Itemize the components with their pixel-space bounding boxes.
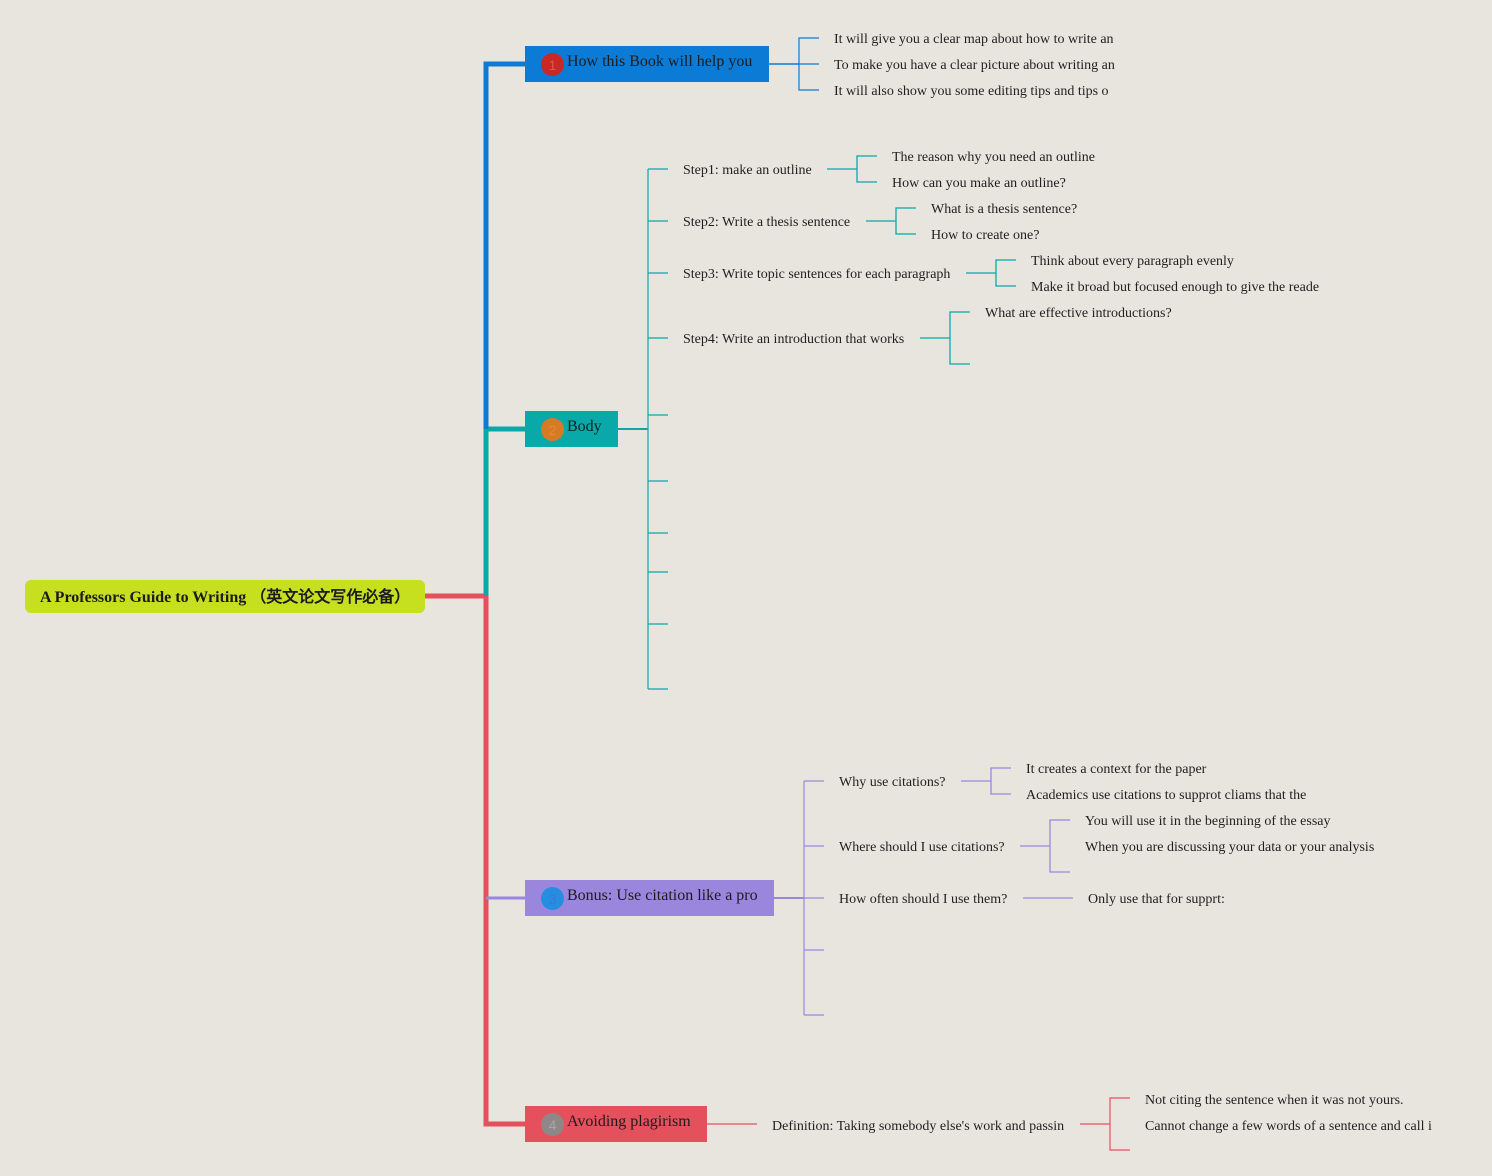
leaf-paragraph-evenly[interactable]: Think about every paragraph evenly (1031, 254, 1234, 269)
def-bracket (1080, 1097, 1130, 1151)
step3-topic-sentences[interactable]: Step3: Write topic sentences for each pa… (683, 267, 951, 282)
leaf-not-citing[interactable]: Not citing the sentence when it was not … (1145, 1093, 1404, 1108)
leaf-academics[interactable]: Academics use citations to supprot cliam… (1026, 788, 1307, 803)
number-1-icon: 1 (541, 53, 564, 76)
step2-thesis[interactable]: Step2: Write a thesis sentence (683, 215, 851, 230)
q-where-citations[interactable]: Where should I use citations? (839, 840, 1005, 855)
leaf-only-support[interactable]: Only use that for supprt: (1088, 892, 1225, 907)
leaf-definition[interactable]: Definition: Taking somebody else's work … (772, 1119, 1065, 1134)
leaf-create-thesis[interactable]: How to create one? (931, 228, 1040, 243)
branch-label: Bonus: Use citation like a pro (567, 887, 758, 904)
step3-bracket (966, 259, 1016, 287)
leaf-clear-map[interactable]: It will give you a clear map about how t… (834, 32, 1114, 47)
branch4-line (483, 596, 525, 1127)
why-bracket (961, 767, 1011, 795)
step4-bracket (920, 311, 970, 365)
leaf-reason-outline[interactable]: The reason why you need an outline (892, 150, 1095, 165)
branch-body[interactable]: 2 Body (525, 411, 618, 447)
branch-label: Body (567, 418, 602, 435)
where-bracket (1020, 819, 1070, 873)
leaf-clear-picture[interactable]: To make you have a clear picture about w… (834, 58, 1115, 73)
step1-outline[interactable]: Step1: make an outline (683, 163, 812, 178)
branch-avoiding-plagiarism[interactable]: 4 Avoiding plagirism (525, 1106, 707, 1142)
number-4-icon: 4 (541, 1113, 564, 1136)
branch-how-book-helps[interactable]: 1 How this Book will help you (525, 46, 769, 82)
leaf-how-outline[interactable]: How can you make an outline? (892, 176, 1066, 191)
q-how-often[interactable]: How often should I use them? (839, 892, 1008, 907)
leaf-beginning[interactable]: You will use it in the beginning of the … (1085, 814, 1331, 829)
leaf-effective-intros[interactable]: What are effective introductions? (985, 306, 1172, 321)
branch-label: Avoiding plagirism (567, 1113, 691, 1130)
leaf-broad-focused[interactable]: Make it broad but focused enough to give… (1031, 280, 1320, 295)
branch1-line (483, 61, 525, 429)
leaf-change-words[interactable]: Cannot change a few words of a sentence … (1145, 1119, 1432, 1134)
branch-label: How this Book will help you (567, 53, 753, 70)
branch-bonus-citation[interactable]: 3 Bonus: Use citation like a pro (525, 880, 774, 916)
leaf-context[interactable]: It creates a context for the paper (1026, 762, 1207, 777)
leaf-what-thesis[interactable]: What is a thesis sentence? (931, 202, 1078, 217)
q-why-citations[interactable]: Why use citations? (839, 775, 946, 790)
step1-bracket (827, 155, 877, 183)
step2-bracket (866, 207, 916, 235)
root-topic[interactable]: A Professors Guide to Writing （英文论文写作必备） (25, 580, 425, 613)
leaf-editing-tips[interactable]: It will also show you some editing tips … (834, 84, 1109, 99)
step4-introduction[interactable]: Step4: Write an introduction that works (683, 332, 905, 347)
b1-bracket (798, 37, 819, 91)
leaf-discussing-data[interactable]: When you are discussing your data or you… (1085, 840, 1375, 855)
branch2-line (483, 426, 525, 596)
number-3-icon: 3 (541, 887, 564, 910)
number-2-icon: 2 (541, 418, 564, 441)
